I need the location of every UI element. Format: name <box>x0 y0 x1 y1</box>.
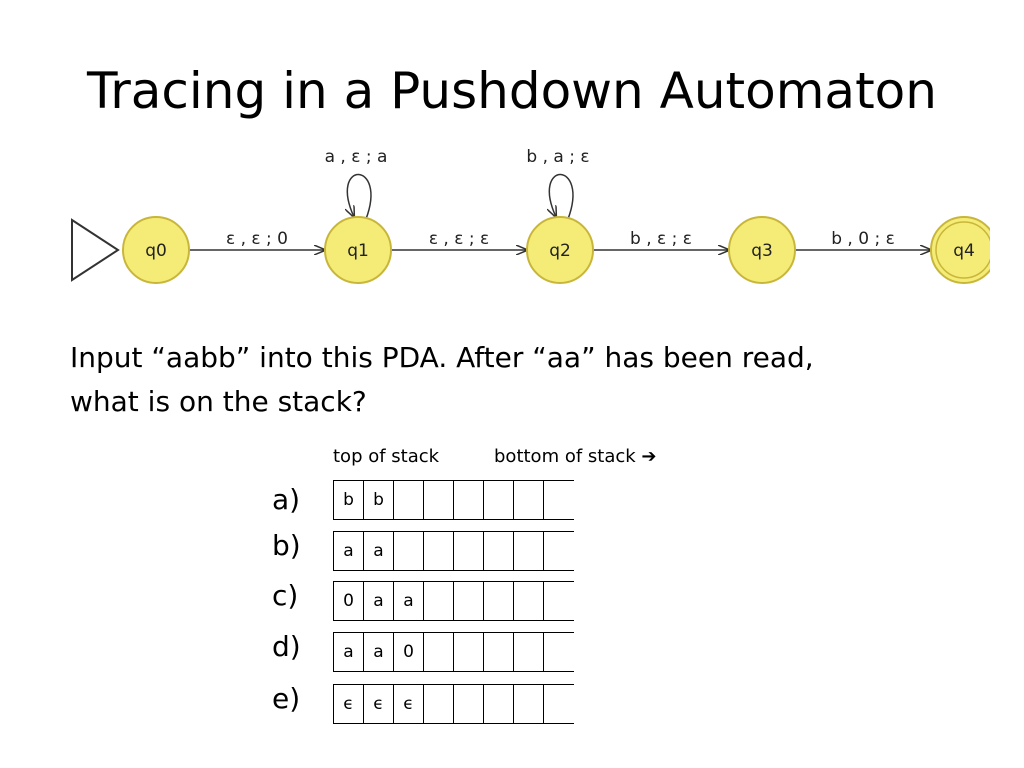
stack-cell <box>454 633 484 671</box>
stack-cell <box>514 582 544 620</box>
stack-cell <box>454 685 484 723</box>
option-letter: a) <box>272 483 301 516</box>
stack-cell <box>484 685 514 723</box>
transition-label: b , a ; ε <box>526 147 589 167</box>
stack-cell <box>514 633 544 671</box>
stack-cell: a <box>334 532 364 570</box>
stack-cell <box>424 481 454 519</box>
state-circle <box>930 216 990 284</box>
stack-cell <box>454 532 484 570</box>
stack-cell: 0 <box>334 582 364 620</box>
stack-top-label: top of stack <box>333 446 440 467</box>
state-q3: q3 <box>728 216 796 284</box>
stack-cell <box>424 582 454 620</box>
state-circle <box>728 216 796 284</box>
transition-q1-q1: a , ε ; a <box>325 147 388 219</box>
question-line-1: Input “aabb” into this PDA. After “aa” h… <box>70 341 814 374</box>
stack-cell: a <box>394 582 424 620</box>
stack-cell <box>484 532 514 570</box>
stack-cell <box>544 481 574 519</box>
state-label: q1 <box>347 241 369 261</box>
stack-cell: a <box>364 532 394 570</box>
transition-arrow <box>347 173 372 219</box>
stack-cell <box>484 633 514 671</box>
stack-cell <box>544 685 574 723</box>
stack-cell: ϵ <box>334 685 364 723</box>
final-state-ring <box>935 221 990 279</box>
state-q2: q2 <box>526 216 594 284</box>
stack-cell: 0 <box>394 633 424 671</box>
stack-cell: a <box>334 633 364 671</box>
transition-label: a , ε ; a <box>325 147 388 167</box>
transition-q3-q4: b , 0 ; ε <box>795 229 931 250</box>
state-label: q4 <box>953 241 975 261</box>
option-letter: d) <box>272 630 301 663</box>
transition-q2-q2: b , a ; ε <box>526 147 590 219</box>
transition-arrow <box>549 173 574 219</box>
stack-cell: b <box>364 481 394 519</box>
pda-diagram: ε , ε ; 0 a , ε ; a ε , ε ; ε b , a ; ε b , … <box>71 147 990 284</box>
stack-cell <box>514 685 544 723</box>
state-q0: q0 <box>122 216 190 284</box>
stack-cell: ϵ <box>364 685 394 723</box>
stack-cell <box>454 582 484 620</box>
stack-cell <box>544 532 574 570</box>
stack-cell <box>514 481 544 519</box>
state-label: q0 <box>145 241 167 261</box>
stack-cell: b <box>334 481 364 519</box>
stack-cell <box>454 481 484 519</box>
stack-cell <box>544 633 574 671</box>
stack-bottom-text: bottom of stack <box>494 446 636 467</box>
state-circle <box>122 216 190 284</box>
stack-cell <box>484 481 514 519</box>
transition-label: b , ε ; ε <box>630 229 692 249</box>
stack-cell <box>424 532 454 570</box>
state-q4: q4 <box>930 216 990 284</box>
option-letter: e) <box>272 682 301 715</box>
transition-label: ε , ε ; 0 <box>226 229 288 249</box>
stack-cell <box>394 532 424 570</box>
question-text: Input “aabb” into this PDA. After “aa” h… <box>70 336 970 424</box>
stack-cell <box>544 582 574 620</box>
question-line-2: what is on the stack? <box>70 385 367 418</box>
arrow-right-icon: ➔ <box>641 446 657 467</box>
option-letter: b) <box>272 529 301 562</box>
slide-title: Tracing in a Pushdown Automaton <box>87 62 937 120</box>
stack-cell: a <box>364 633 394 671</box>
state-circle <box>526 216 594 284</box>
state-label: q2 <box>549 241 571 261</box>
option-letter: c) <box>272 579 299 612</box>
state-label: q3 <box>751 241 773 261</box>
stack-cell <box>424 685 454 723</box>
transition-label: ε , ε ; ε <box>429 229 489 249</box>
state-q1: q1 <box>324 216 392 284</box>
stack-cell: a <box>364 582 394 620</box>
transition-q2-q3: b , ε ; ε <box>593 229 729 250</box>
stack-cell: ϵ <box>394 685 424 723</box>
stack-cell <box>484 582 514 620</box>
transition-label: b , 0 ; ε <box>831 229 895 249</box>
start-arrow-icon <box>71 218 120 282</box>
state-circle <box>324 216 392 284</box>
stack-bottom-label: bottom of stack ➔ <box>494 446 657 467</box>
stack-cell <box>394 481 424 519</box>
transition-q0-q1: ε , ε ; 0 <box>189 229 325 250</box>
stack-cell <box>514 532 544 570</box>
stack-cell <box>424 633 454 671</box>
transition-q1-q2: ε , ε ; ε <box>391 229 527 250</box>
